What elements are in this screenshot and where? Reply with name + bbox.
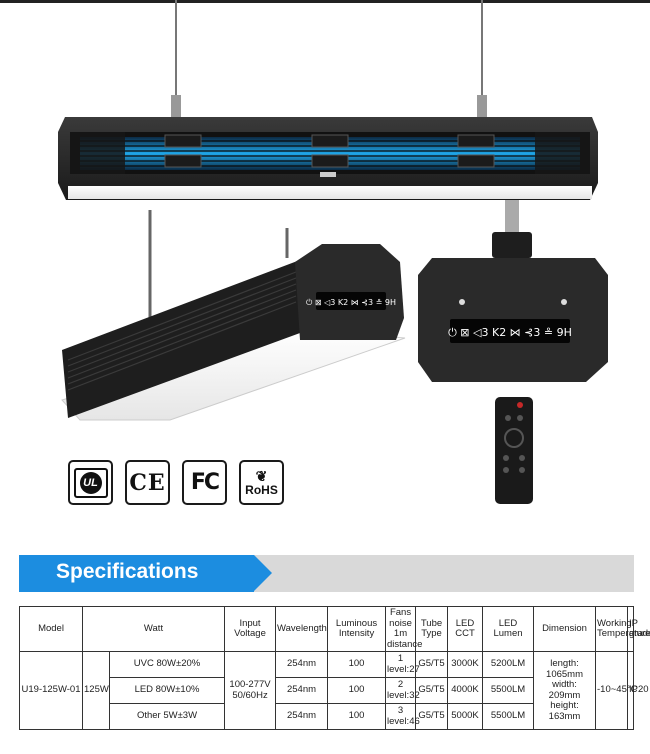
cell-tube-type: G5/T5 <box>415 677 449 704</box>
cell-fans-noise: 2 level:32 <box>385 677 420 704</box>
cell-led-lumen: 5200LM <box>482 651 535 678</box>
cell-led-cct: 3000K <box>447 651 484 678</box>
table-header-row: Model Watt Input Voltage Wavelength Lumi… <box>19 606 650 652</box>
rohs-label: RoHS <box>245 482 278 497</box>
cell-wavelength: 254nm <box>275 677 329 704</box>
cell-led-lumen: 5500LM <box>482 703 535 730</box>
header-watt: Watt <box>81 606 226 652</box>
cell-luminous: 100 <box>327 703 387 730</box>
cell-total-watt: 125W <box>82 651 110 730</box>
cell-input-voltage: 100-277V 50/60Hz <box>224 651 277 730</box>
cell-led-cct: 4000K <box>447 677 484 704</box>
cell-watt: UVC 80W±20% <box>108 651 226 678</box>
cell-dimension: length: 1065mm width: 209mm height: 163m… <box>533 651 597 730</box>
remote-control <box>495 397 533 504</box>
cell-ip-grade: IP20 <box>627 651 649 730</box>
header-dimension: Dimension <box>533 606 597 652</box>
endcap-display-text: ⏻ ⊠ ◁3 K2 ⋈ ⊰3 ≗ 9H <box>448 326 572 339</box>
header-ip-grade: IP grade <box>627 606 650 652</box>
cell-fans-noise: 1 level:27 <box>385 651 420 678</box>
cell-model: U19-125W-01 <box>19 651 83 730</box>
ul-logo: UL <box>68 460 113 505</box>
product-illustration: ⏻ ⊠ ◁3 K2 ⋈ ⊰3 ≗ 9H ⏻ ⊠ ◁3 K2 ⋈ ⊰3 ≗ 9H <box>58 0 608 504</box>
header-led-cct: LED CCT <box>447 606 484 652</box>
cell-luminous: 100 <box>327 651 387 678</box>
header-model: Model <box>19 606 83 652</box>
specifications-title: Specifications <box>56 560 199 583</box>
header-led-lumen: LED Lumen <box>482 606 535 652</box>
cell-wavelength: 254nm <box>275 651 329 678</box>
certification-row: UL CE FC ❦ RoHS <box>68 460 284 505</box>
header-input-voltage: Input Voltage <box>224 606 277 652</box>
cell-luminous: 100 <box>327 677 387 704</box>
cell-wavelength: 254nm <box>275 703 329 730</box>
cell-working-temperature: -10~45°C <box>595 651 638 730</box>
cell-watt: Other 5W±3W <box>108 703 226 730</box>
leaf-icon: ❦ <box>255 467 268 484</box>
cell-fans-noise: 3 level:46 <box>385 703 420 730</box>
fixture-endcap-view <box>418 200 608 382</box>
ce-logo: CE <box>125 460 170 505</box>
fcc-label: FC <box>190 470 220 495</box>
cell-tube-type: G5/T5 <box>415 703 449 730</box>
ce-label: CE <box>129 469 166 496</box>
table-row: LED 80W±10% 254nm 100 2 level:32 G5/T5 4… <box>20 677 634 704</box>
header-working-temperature: Working Temperature <box>595 606 650 652</box>
fixture-angled-view <box>61 210 406 421</box>
header-wavelength: Wavelength <box>275 606 329 652</box>
rohs-logo: ❦ RoHS <box>239 460 284 505</box>
fcc-logo: FC <box>182 460 227 505</box>
specifications-banner: Specifications <box>19 555 634 592</box>
cell-led-cct: 5000K <box>447 703 484 730</box>
cell-tube-type: G5/T5 <box>415 651 449 678</box>
header-fans-noise: Fans noise 1m distance <box>385 606 423 652</box>
angled-display-text: ⏻ ⊠ ◁3 K2 ⋈ ⊰3 ≗ 9H <box>306 298 396 307</box>
table-row: Other 5W±3W 254nm 100 3 level:46 G5/T5 5… <box>20 703 634 730</box>
header-luminous-intensity: Luminous Intensity <box>327 606 387 652</box>
table-row: U19-125W-01 125W UVC 80W±20% 100-277V 50… <box>19 651 649 730</box>
suspension-wires <box>171 0 487 117</box>
cell-watt: LED 80W±10% <box>108 677 226 704</box>
specifications-tab <box>19 555 272 592</box>
cell-led-lumen: 5500LM <box>482 677 535 704</box>
top-border <box>0 0 650 3</box>
header-tube-type: Tube Type <box>415 606 449 652</box>
specifications-table: Model Watt Input Voltage Wavelength Lumi… <box>19 606 650 730</box>
fixture-front-view <box>58 117 598 200</box>
